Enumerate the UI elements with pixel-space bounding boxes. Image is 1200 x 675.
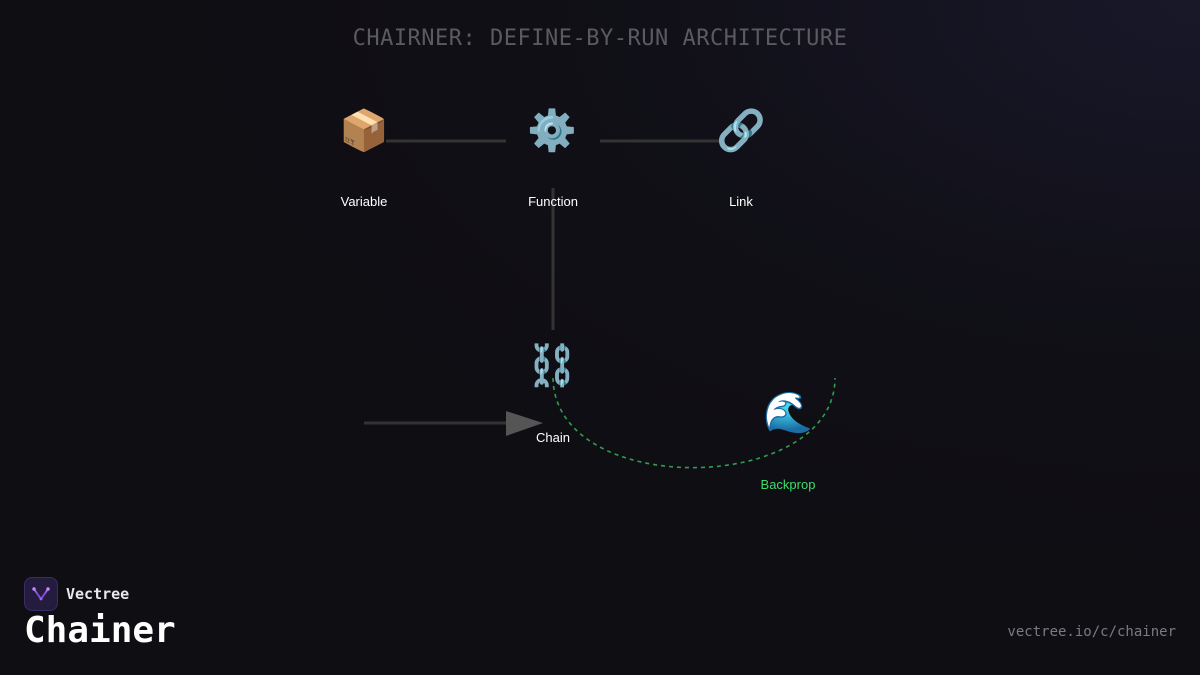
product-url: vectree.io/c/chainer xyxy=(1007,624,1176,640)
node-label-function: Function xyxy=(528,194,578,209)
brand-name: Vectree xyxy=(66,585,130,603)
node-label-link: Link xyxy=(729,194,753,209)
brand: Vectree xyxy=(24,577,129,611)
package-icon: 📦 xyxy=(339,108,389,154)
node-label-backprop: Backprop xyxy=(760,477,816,492)
vectree-logo-icon xyxy=(24,577,58,611)
wave-icon: 🌊 xyxy=(763,390,813,436)
node-label-chain: Chain xyxy=(536,430,570,445)
arrowhead xyxy=(506,411,543,436)
link-icon: 🔗 xyxy=(716,108,766,154)
node-label-variable: Variable xyxy=(340,194,388,209)
diagram-title: CHAIRNER: DEFINE-BY-RUN ARCHITECTURE xyxy=(352,26,848,51)
product-name: Chainer xyxy=(24,610,176,651)
chains-icon: ⛓️ xyxy=(527,343,577,389)
backprop-path xyxy=(552,377,836,469)
gear-icon: ⚙️ xyxy=(527,108,577,154)
